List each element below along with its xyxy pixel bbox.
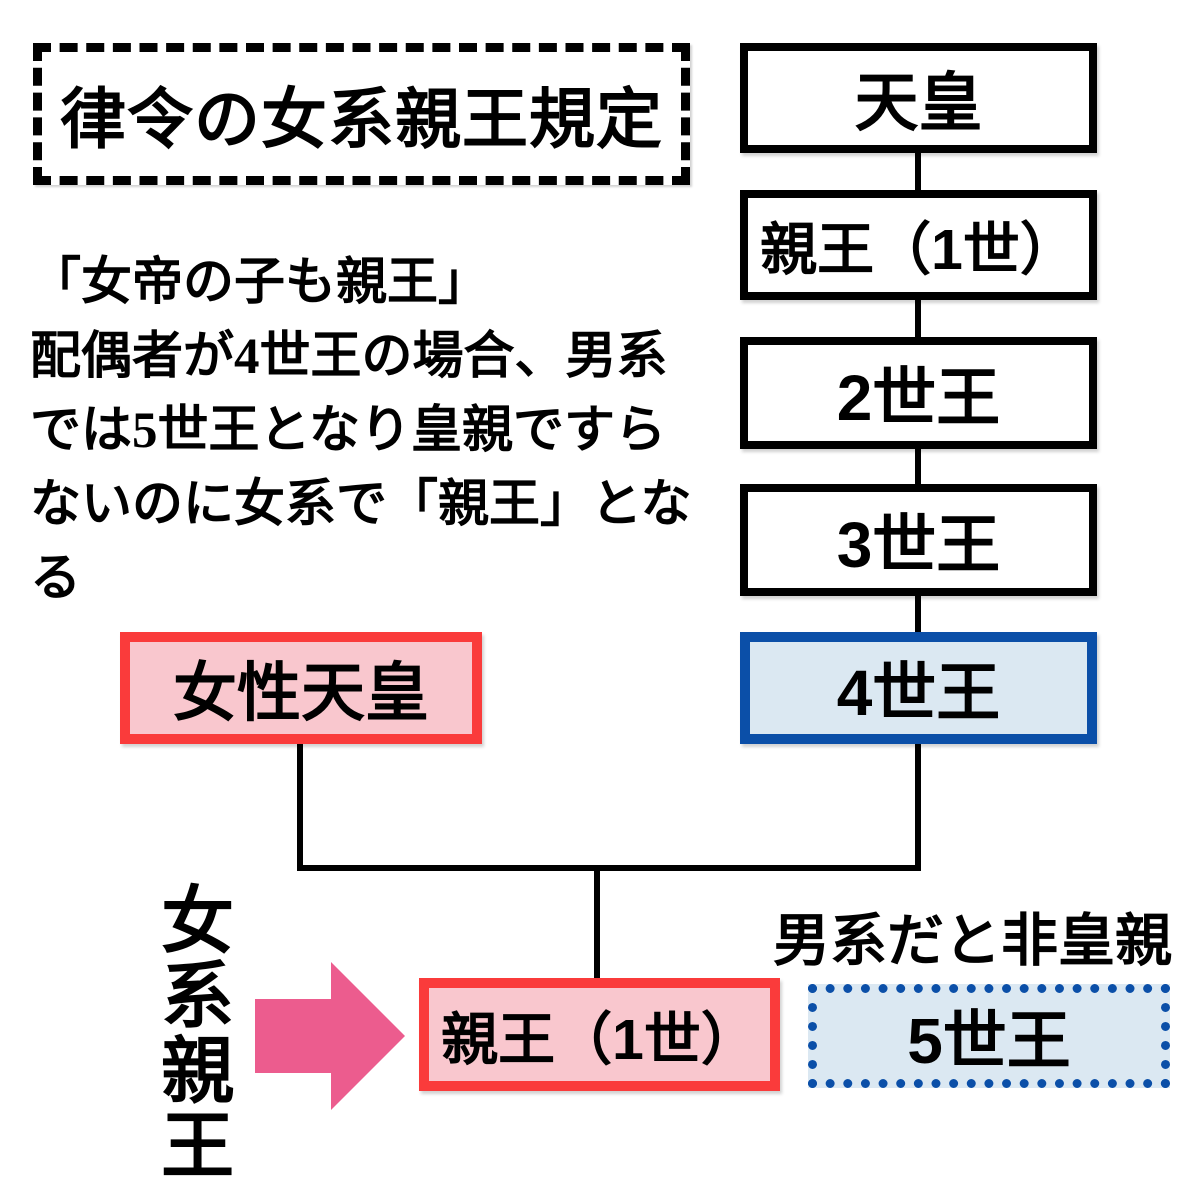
connector-line [915,744,921,871]
node-josei-tenno: 女性天皇 [120,632,482,744]
node-3sei-o-label: 3世王 [836,509,1001,581]
connector-line [297,865,921,871]
node-tenno: 天皇 [740,43,1097,153]
connector-line [594,868,600,978]
node-josei-tenno-label: 女性天皇 [173,657,429,729]
male-line-note: 男系だと非皇親 [773,909,1172,973]
node-result-shinno-1sei-label: 親王（1世） [441,1007,758,1072]
connector-line [915,449,921,484]
node-5sei-o: 5世王 [808,984,1170,1088]
title-box: 律令の女系親王規定 [33,43,690,185]
right-arrow-icon [331,962,405,1110]
node-result-shinno-1sei: 親王（1世） [419,978,780,1091]
connector-line [915,300,921,337]
female-line-caption: 女系親王 [150,882,232,1182]
connector-line [915,596,921,632]
node-5sei-o-label: 5世王 [907,1005,1071,1077]
diagram-title: 律令の女系親王規定 [60,84,663,157]
connector-line [915,153,921,190]
node-2sei-o: 2世王 [740,337,1097,449]
node-tenno-label: 天皇 [854,67,983,139]
node-3sei-o: 3世王 [740,484,1097,596]
explanation-text: 「女帝の子も親王」 配偶者が4世王の場合、男系 では5世王となり皇親ですら ない… [30,255,692,607]
node-shinno-1sei-label: 親王（1世） [760,218,1077,282]
right-arrow-icon [255,999,332,1073]
node-2sei-o-label: 2世王 [836,362,1001,434]
node-4sei-o: 4世王 [740,632,1097,744]
node-shinno-1sei: 親王（1世） [740,190,1097,300]
node-4sei-o-label: 4世王 [836,657,1001,729]
connector-line [297,744,303,871]
